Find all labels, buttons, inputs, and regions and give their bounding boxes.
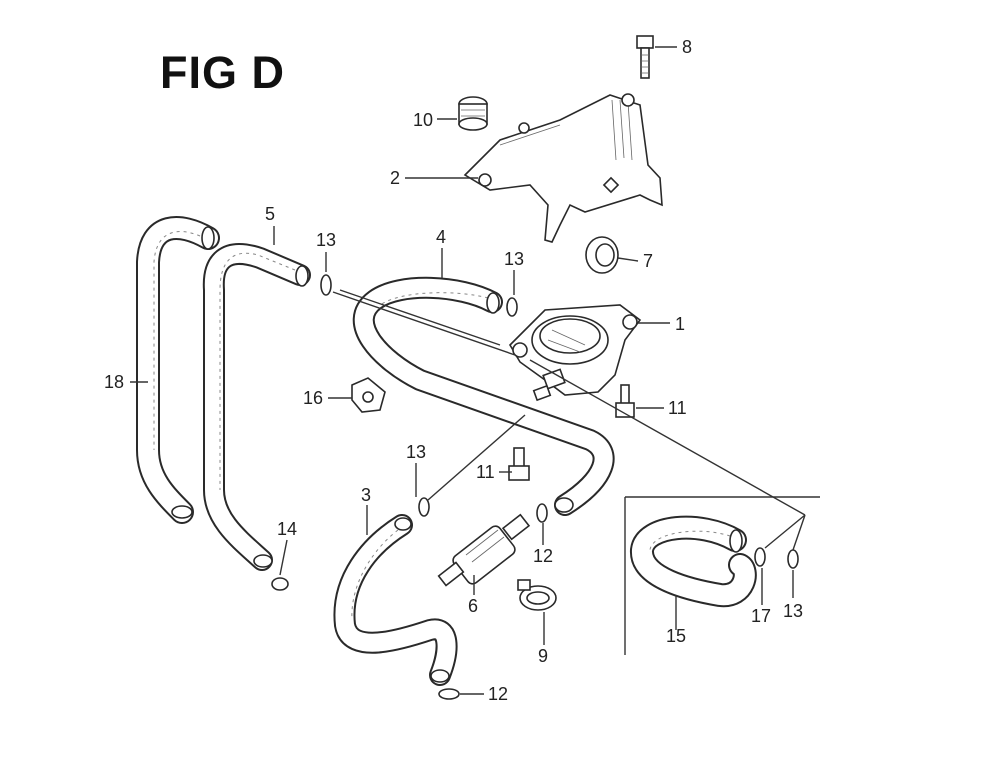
- clip-13-lower: [418, 497, 430, 517]
- grommet-7: [585, 236, 619, 274]
- hose-18: [136, 216, 220, 524]
- callout-12-lower: 12: [488, 684, 508, 704]
- callout-13-mid: 13: [504, 249, 524, 269]
- leader-lines: [130, 46, 806, 695]
- fuel-filter-6: [437, 513, 531, 587]
- clip-12-upper: [536, 503, 548, 523]
- clamp-9: [517, 579, 557, 611]
- callout-16: 16: [303, 388, 323, 408]
- callout-8: 8: [682, 37, 692, 57]
- callout-4: 4: [436, 227, 446, 247]
- hose-4: [352, 276, 615, 516]
- callout-13-inset: 13: [783, 601, 803, 621]
- callout-10: 10: [413, 110, 433, 130]
- clip-13-left: [320, 274, 332, 296]
- callout-13-lower: 13: [406, 442, 426, 462]
- callout-15: 15: [666, 626, 686, 646]
- callout-7: 7: [643, 251, 653, 271]
- callout-14: 14: [277, 519, 297, 539]
- callout-6: 6: [468, 596, 478, 616]
- fuel-pump-1: [508, 304, 642, 402]
- clip-13-mid: [506, 297, 518, 317]
- callout-12-upper: 12: [533, 546, 553, 566]
- callout-5: 5: [265, 204, 275, 224]
- callout-numbers: 8 10 2 7 1 11 5 4 13 13 18 16 13 11 3 14…: [104, 37, 803, 704]
- hose-3: [333, 514, 458, 686]
- callout-1: 1: [675, 314, 685, 334]
- bolt-11-upper: [615, 384, 635, 418]
- callout-9: 9: [538, 646, 548, 666]
- callout-11-upper: 11: [668, 398, 687, 418]
- callout-11-lower: 11: [476, 462, 495, 482]
- clip-16: [351, 377, 386, 413]
- clip-12-lower: [438, 688, 460, 700]
- callout-18: 18: [104, 372, 124, 392]
- grommet-10: [458, 96, 488, 131]
- clip-14: [271, 577, 289, 591]
- callout-17: 17: [751, 606, 771, 626]
- hose-5: [202, 243, 311, 571]
- callout-3: 3: [361, 485, 371, 505]
- inset-box: [624, 496, 820, 655]
- bolt-11-lower: [508, 447, 530, 481]
- bolt-8: [636, 35, 654, 79]
- callout-13-left: 13: [316, 230, 336, 250]
- callout-2: 2: [390, 168, 400, 188]
- figure-title: FIG D: [160, 47, 285, 98]
- bracket-2: [463, 93, 663, 243]
